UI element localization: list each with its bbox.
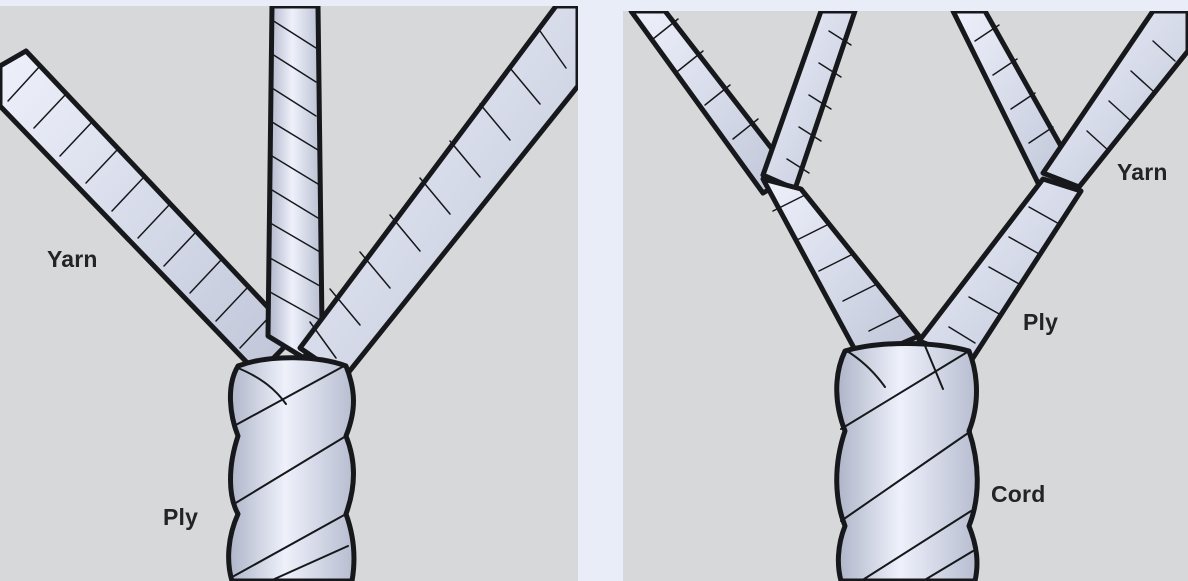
yarn-strand-right <box>300 6 578 378</box>
ply-strand-left <box>763 179 919 361</box>
cord-rope <box>837 344 978 581</box>
rope-illustration-right <box>623 11 1188 581</box>
diagram-yarn-to-ply: Yarn Ply <box>0 6 578 581</box>
diagram-ply-to-cord: Yarn Ply Cord <box>623 11 1188 581</box>
yarn-strand-2 <box>763 11 855 189</box>
yarn-label: Yarn <box>47 246 98 273</box>
rope-illustration-left <box>0 6 578 581</box>
cord-label: Cord <box>991 481 1045 508</box>
yarn-strand-left <box>0 51 295 374</box>
yarn-label: Yarn <box>1117 159 1168 186</box>
ply-label: Ply <box>163 504 198 531</box>
ply-label: Ply <box>1023 309 1058 336</box>
